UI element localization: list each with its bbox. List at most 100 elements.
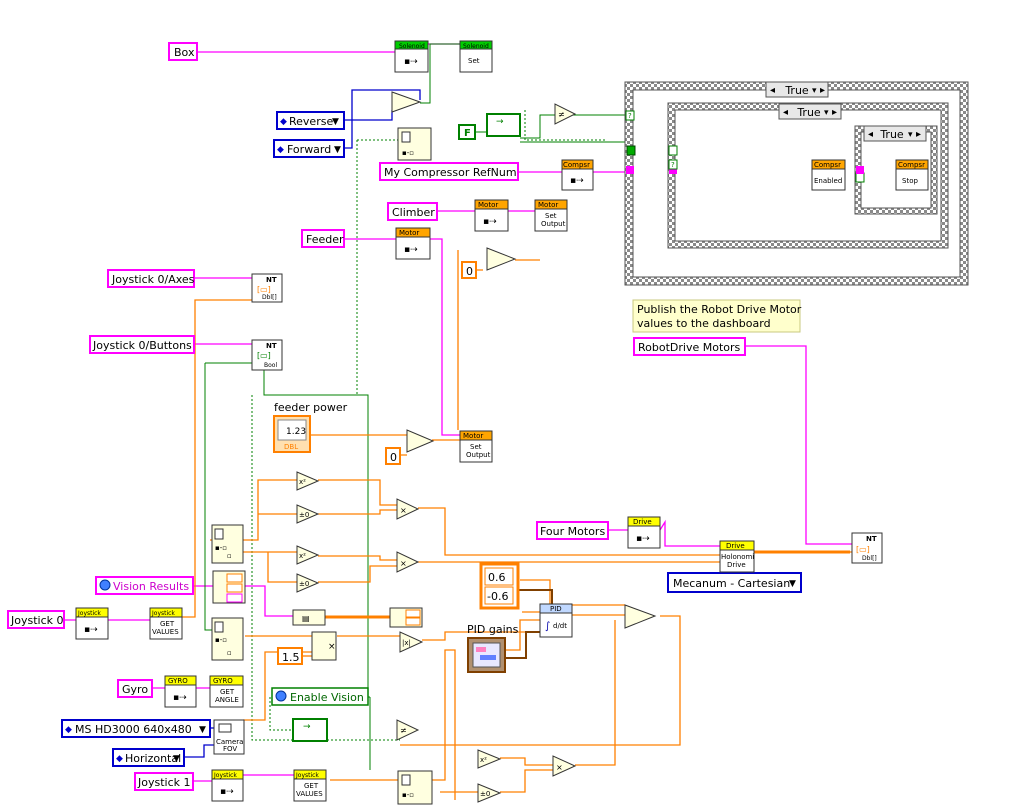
dropdown-icon: ▼: [789, 579, 796, 589]
gyro-get-angle-vi[interactable]: GYRO GET ANGLE: [209, 675, 244, 708]
wire-bool-5: [263, 363, 369, 695]
const-zero-a[interactable]: 0: [466, 265, 473, 278]
refnum-compressor: My Compressor RefNum: [384, 166, 517, 179]
svg-text:▪⇢: ▪⇢: [483, 217, 497, 227]
const-false[interactable]: F: [458, 124, 476, 140]
sign-primitive-1[interactable]: ±0: [296, 504, 320, 524]
compressor-enabled-vi[interactable]: Compsr Enabled: [811, 159, 846, 191]
wire-bool-dotted-3: [524, 110, 605, 141]
enum-forward[interactable]: ◆ Forward ▼: [273, 139, 345, 158]
enum-horizontal-label: Horizontal: [125, 752, 181, 765]
wire-bool-7: [360, 696, 371, 770]
index-array-1[interactable]: ▪-▫: [397, 127, 432, 161]
feedback-node-2[interactable]: →: [292, 718, 328, 742]
joystick1-open-vi[interactable]: Joystick ▪⇢: [211, 769, 244, 802]
drive-open-vi[interactable]: Drive ▪⇢: [627, 516, 661, 549]
get-values-text-2: VALUES: [296, 790, 323, 798]
nt-motors-vi[interactable]: NT [▭] Dbl[]: [851, 532, 883, 564]
solenoid-open-vi[interactable]: Solenoid ▪⇢: [394, 40, 429, 73]
svg-text:▪⇢: ▪⇢: [220, 787, 234, 797]
wire-joystick1: [193, 774, 294, 782]
nt-buttons-vi[interactable]: NT [▭] Bool: [251, 339, 283, 371]
case-selector-middle[interactable]: ◂ True ▾ ▸: [778, 103, 842, 120]
motor-set-output-feeder-vi[interactable]: Motor Set Output: [459, 430, 493, 463]
sign-primitive-2[interactable]: ±0: [296, 573, 320, 593]
abs-primitive[interactable]: |x|: [399, 631, 424, 653]
multiply-primitive-2[interactable]: ×: [396, 551, 420, 573]
global-enable-vision[interactable]: Enable Vision: [271, 687, 369, 706]
set-output-text-1: Set: [470, 443, 482, 451]
svg-text:▪⇢: ▪⇢: [570, 176, 584, 186]
square-primitive-3[interactable]: x²: [477, 749, 502, 769]
select-primitive-1[interactable]: [391, 91, 422, 113]
enum-reverse[interactable]: ◆ Reverse ▼: [276, 111, 345, 130]
case-structures: ◂ True ▾ ▸ ◂ True ▾ ▸ ◂ True ▾ ▸: [624, 81, 969, 286]
select-primitive-4[interactable]: [624, 604, 657, 629]
motor-open-feeder-vi[interactable]: Motor ▪⇢: [395, 227, 431, 260]
const-one-five-box[interactable]: [277, 647, 303, 665]
index-array-3[interactable]: ▪-▫ ▫: [211, 617, 244, 661]
compressor-stop-vi[interactable]: Compsr Stop: [895, 159, 929, 191]
enum-mecanum[interactable]: Mecanum - Cartesian ▼: [667, 572, 802, 593]
select-primitive-3[interactable]: [406, 429, 435, 453]
select-primitive-2[interactable]: [486, 247, 517, 271]
tunnel-question: ?: [671, 161, 675, 169]
holonomic-drive-vi[interactable]: Drive Holonomi Drive: [719, 540, 755, 573]
refnum-box: Box: [174, 46, 195, 59]
enum-camera[interactable]: ◆ MS HD3000 640x480 ▼: [61, 719, 211, 738]
const-one-five[interactable]: 1.5: [282, 651, 300, 664]
joystick1-get-values-vi[interactable]: Joystick GET VALUES: [293, 769, 327, 802]
svg-text:▪⇢: ▪⇢: [404, 245, 418, 255]
build-array-node[interactable]: ▤: [292, 609, 326, 626]
wire-bool-2: [475, 114, 555, 139]
svg-text:◂: ◂: [770, 85, 775, 96]
compressor-open-vi[interactable]: Compsr ▪⇢: [561, 159, 594, 191]
get-values-text-2: VALUES: [152, 628, 179, 636]
nt-axes-vi[interactable]: NT [▭] Dbl[]: [251, 273, 283, 303]
wire-vision: [193, 585, 293, 617]
multiply-glyph: ×: [400, 506, 407, 515]
square-primitive-1[interactable]: x²: [296, 471, 320, 491]
const-zero-a-box[interactable]: [461, 261, 477, 279]
sign-primitive-3[interactable]: ±0: [477, 783, 502, 803]
dropdown-icon: ▼: [334, 145, 341, 155]
motor-set-output-climber-vi[interactable]: Motor Set Output: [534, 199, 568, 232]
feeder-power-control[interactable]: 1.23 DBL: [273, 415, 311, 453]
camera-fov-vi[interactable]: Camera FOV: [213, 719, 245, 755]
joystick-open-vi[interactable]: Joystick ▪⇢: [75, 607, 109, 640]
square-primitive-2[interactable]: x²: [296, 545, 320, 565]
not-equal-primitive-2[interactable]: ≠: [396, 719, 420, 741]
case-selector-inner[interactable]: ◂ True ▾ ▸: [863, 125, 927, 142]
compound-node[interactable]: ×: [311, 631, 337, 661]
not-equal-primitive-1[interactable]: ≠: [554, 103, 577, 125]
dropdown-icon: ▼: [332, 117, 339, 127]
enum-horizontal[interactable]: ◆ Horizontal ▼: [112, 748, 185, 767]
multiply-primitive-1[interactable]: ×: [396, 498, 420, 520]
svg-text:◆: ◆: [280, 117, 287, 127]
square-glyph: x²: [480, 756, 487, 764]
feeder-power-label: feeder power: [274, 401, 348, 414]
feedback-node-true[interactable]: →: [486, 113, 521, 137]
solenoid-set-vi[interactable]: Solenoid Set: [459, 40, 493, 73]
wire-robotdrive: [745, 345, 852, 545]
unbundle-array-node[interactable]: [389, 607, 423, 628]
global-vision-results[interactable]: Vision Results: [95, 576, 194, 595]
motor-header: Motor: [478, 201, 498, 209]
motor-open-climber-vi[interactable]: Motor ▪⇢: [474, 199, 509, 232]
pid-gains-control[interactable]: [467, 637, 506, 673]
abs-glyph: |x|: [402, 639, 411, 647]
svg-text:▸: ▸: [832, 107, 837, 118]
const-zero-b-box[interactable]: [385, 447, 401, 465]
index-array-2[interactable]: ▪-▫ ▫: [211, 524, 244, 564]
wire-bool-6: [204, 362, 252, 631]
index-array-4[interactable]: ▪-▫: [397, 770, 433, 805]
case-selector-outer[interactable]: ◂ True ▾ ▸: [765, 81, 829, 98]
const-array[interactable]: 0.6 -0.6: [479, 562, 520, 610]
gyro-open-vi[interactable]: GYRO ▪⇢: [164, 675, 197, 708]
pid-vi[interactable]: PID ∫ d/dt: [539, 603, 573, 638]
case-terminal-inner: [855, 172, 865, 183]
const-zero-b[interactable]: 0: [390, 451, 397, 464]
multiply-primitive-3[interactable]: ×: [552, 755, 577, 777]
unbundle-vision[interactable]: [212, 570, 246, 604]
joystick-get-values-vi[interactable]: Joystick GET VALUES: [149, 607, 183, 640]
